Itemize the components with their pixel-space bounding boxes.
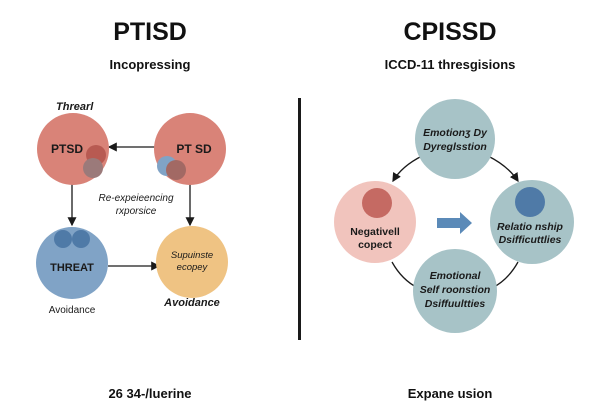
reexperiencing-caption-line2: rxporsice <box>116 206 157 217</box>
relationship-difficulties-label-line1: Relatio nship <box>497 221 564 233</box>
right-title: CPISSD <box>403 18 497 46</box>
negative-self-concept-dot <box>362 188 392 218</box>
emotion-dysregulation-label-line2: Dyreglsstion <box>423 141 487 153</box>
support-node <box>156 226 228 298</box>
threat-node-label: THREAT <box>50 262 94 274</box>
support-node-label-line1: Supuinste <box>171 250 213 261</box>
ptsd-node-right-dot-red <box>166 160 186 180</box>
threat-caption: Threarl <box>56 101 94 113</box>
support-node-label-line2: ecopey <box>177 262 209 273</box>
cycle-arrow-top-to-right <box>487 155 519 183</box>
left-title: PTISD <box>113 18 187 46</box>
center-divider <box>298 98 301 340</box>
avoidance-caption-left: Avoidance <box>49 305 96 316</box>
cycle-arrow-top-to-left <box>392 155 423 183</box>
ptsd-node-left-dot-lower <box>83 158 103 178</box>
relationship-difficulties-node <box>490 180 574 264</box>
ptsd-node-left-label: PTSD <box>51 142 83 156</box>
reexperiencing-caption-line1: Re-expeieencing <box>98 193 173 204</box>
threat-node-dot-right <box>72 230 90 248</box>
threat-node-dot-left <box>54 230 72 248</box>
negative-self-concept-node <box>334 181 416 263</box>
threat-node <box>36 227 108 299</box>
emotional-self-regulation-node <box>413 249 497 333</box>
left-subtitle: Incopressing <box>109 57 191 72</box>
right-footer: Expane usion <box>407 386 493 401</box>
negative-self-concept-label-line1: Negativell <box>350 226 400 238</box>
emotion-dysregulation-label-line1: Emotionʒ Dy <box>423 127 488 139</box>
relationship-difficulties-dot <box>515 187 545 217</box>
right-subtitle: ICCD-11 thresgisions <box>384 57 516 72</box>
ptsd-node-right-label: PT SD <box>176 142 212 156</box>
avoidance-caption-right: Avoidance <box>163 297 220 309</box>
left-footer: 26 34-/luerine <box>108 386 192 401</box>
relationship-difficulties-label-line2: Dsifficuttlies <box>499 234 562 246</box>
block-arrow-icon <box>437 212 472 234</box>
emotion-dysregulation-node <box>415 99 495 179</box>
emotional-self-regulation-label-line1: Emotional <box>430 270 482 282</box>
negative-self-concept-label-line2: copect <box>358 239 392 251</box>
emotional-self-regulation-label-line3: Dsiffuultties <box>425 298 486 310</box>
emotional-self-regulation-label-line2: Self roonstion <box>420 284 491 296</box>
